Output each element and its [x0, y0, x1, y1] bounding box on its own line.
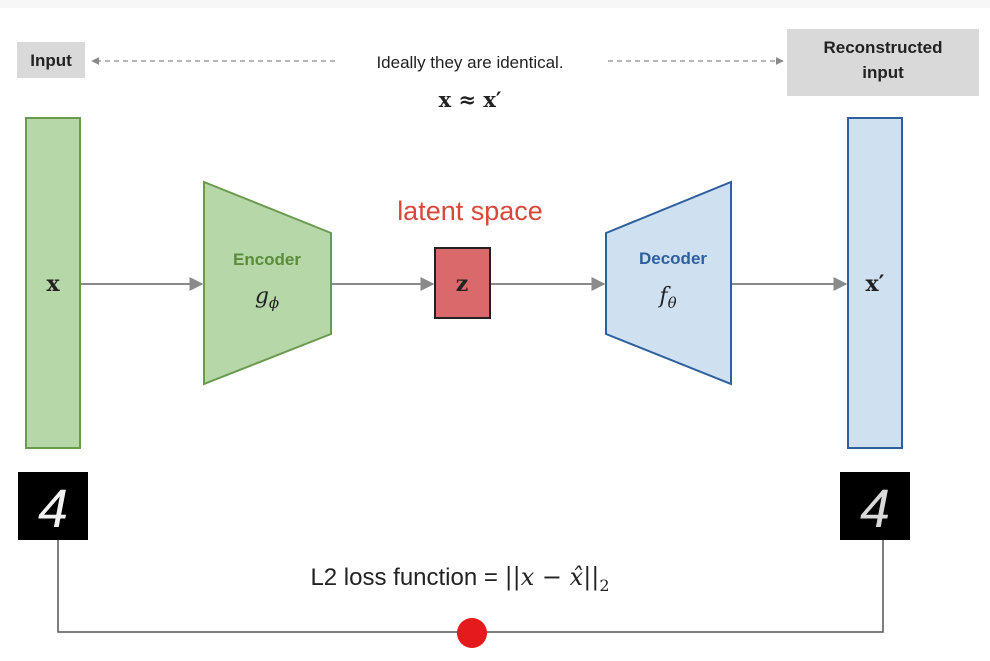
decoder-fn-subscript: θ — [668, 294, 677, 312]
reconstructed-label-line2: input — [862, 63, 904, 82]
approx-equation: x ≈ x′ — [439, 87, 502, 112]
decoder-shape — [605, 180, 732, 386]
encoder-fn-symbol: g — [255, 284, 269, 309]
input-label: Input — [30, 51, 72, 70]
decoder-label: Decoder — [639, 249, 707, 268]
input-x-symbol: x — [46, 271, 60, 297]
encoder-fn-subscript: ϕ — [269, 294, 279, 312]
output-digit: 4 — [860, 479, 890, 539]
loss-hat-x: x̂ — [570, 563, 584, 591]
input-label-box — [17, 42, 85, 78]
loss-dot — [457, 618, 487, 648]
encoder-shape — [203, 180, 332, 386]
output-x-prime-symbol: x′ — [866, 271, 885, 297]
loss-prefix: L2 loss function = — [310, 564, 504, 591]
loss-subscript: 2 — [599, 576, 609, 595]
reconstructed-label-line1: Reconstructed — [823, 38, 942, 57]
loss-formula-pre: ||x − — [505, 563, 570, 592]
input-digit-image — [18, 472, 88, 540]
encoder-label: Encoder — [233, 250, 301, 269]
output-bar — [847, 117, 903, 449]
output-digit-image — [840, 472, 910, 540]
encoder-function: gϕ — [255, 284, 279, 312]
top-strip — [0, 0, 990, 8]
latent-z-box — [434, 247, 491, 319]
loss-formula-post: || — [583, 563, 599, 592]
ideally-identical-text: Ideally they are identical. — [376, 53, 563, 72]
loss-function-text: L2 loss function = ||x − x̂||2 — [310, 563, 609, 595]
input-bar — [25, 117, 81, 449]
reconstructed-label-box — [787, 29, 979, 96]
latent-z-symbol: z — [456, 271, 469, 297]
latent-space-label: latent space — [397, 196, 543, 226]
input-digit: 4 — [38, 479, 68, 539]
